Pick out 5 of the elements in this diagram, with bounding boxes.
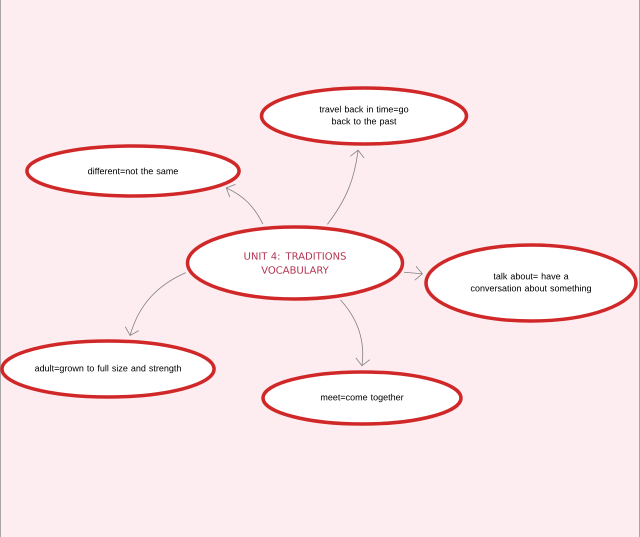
arrow (340, 299, 370, 366)
arrow (404, 266, 423, 281)
arrow (326, 150, 365, 225)
arrow (124, 272, 186, 336)
arrow (226, 184, 264, 224)
